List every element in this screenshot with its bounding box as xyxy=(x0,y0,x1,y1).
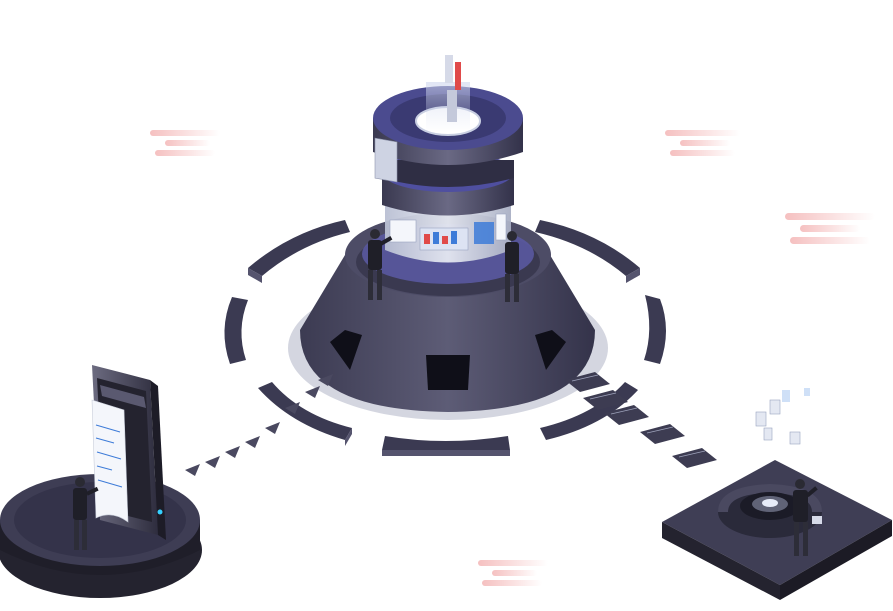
cloud-bottom xyxy=(478,560,548,586)
smartphone-receipt-platform xyxy=(0,365,202,598)
data-cards xyxy=(565,372,717,468)
server-workstation-platform xyxy=(662,388,892,600)
central-data-tower xyxy=(300,55,595,412)
screen-panel xyxy=(389,219,417,243)
person-tower-left xyxy=(368,229,393,300)
phone-indicator-icon xyxy=(157,509,163,515)
person-tower-right xyxy=(505,231,519,302)
ring-segment-bottom-left xyxy=(258,382,352,440)
tower-window xyxy=(330,330,362,370)
receipt-paper xyxy=(91,399,129,523)
ring-segment-left xyxy=(224,297,248,364)
screen-panel xyxy=(495,213,507,241)
data-arrows xyxy=(185,374,333,476)
person-phone xyxy=(73,477,99,550)
cloud-top-right xyxy=(665,130,740,156)
person-workstation xyxy=(793,479,822,556)
cloud-right xyxy=(785,213,875,244)
screen-panel xyxy=(474,222,494,244)
ring-segment-top-right xyxy=(535,220,640,276)
ring-segment-top-left xyxy=(248,220,350,276)
floating-documents xyxy=(755,388,810,445)
tower-window xyxy=(535,330,566,370)
clouds xyxy=(150,130,875,586)
floating-data-cards-top xyxy=(374,55,461,183)
segmented-ring xyxy=(224,220,666,456)
tower-window xyxy=(426,355,470,390)
cloud-top-left xyxy=(150,130,220,156)
data-screens xyxy=(389,213,507,251)
ring-segment-right xyxy=(644,295,666,364)
